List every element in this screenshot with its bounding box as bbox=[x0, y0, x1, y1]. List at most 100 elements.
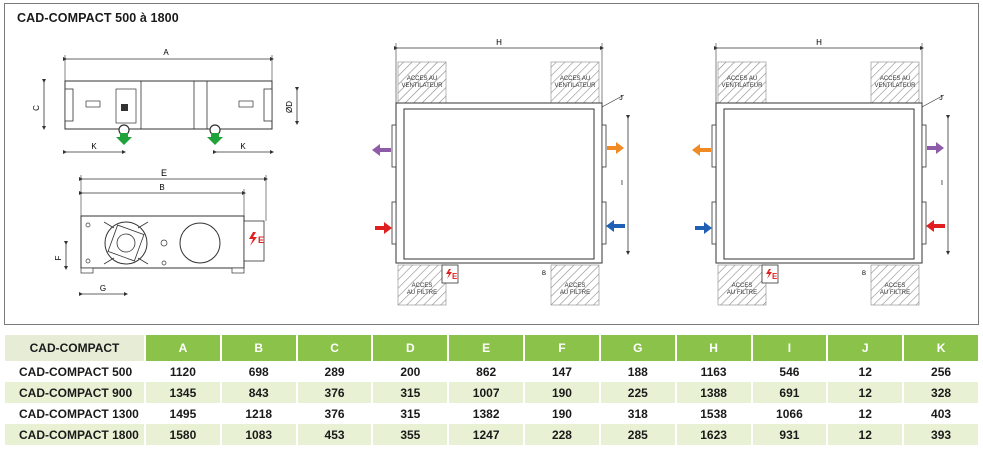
dim-label-i-2: I bbox=[941, 180, 943, 187]
value-cell-j: 12 bbox=[827, 403, 905, 424]
dim-label-c: C bbox=[32, 105, 41, 111]
value-cell-i: 1066 bbox=[751, 403, 829, 424]
value-cell-j: 12 bbox=[827, 382, 905, 403]
dim-label-i-1: I bbox=[621, 180, 623, 187]
dim-label-g: G bbox=[100, 284, 106, 293]
value-cell-c: 376 bbox=[296, 382, 374, 403]
col-header-e: E bbox=[448, 335, 526, 361]
electrical-label: E bbox=[258, 235, 264, 245]
arrow-icon bbox=[372, 142, 625, 234]
value-cell-e: 1247 bbox=[448, 424, 526, 445]
electric-hazard-icon bbox=[249, 232, 257, 246]
value-cell-d: 200 bbox=[372, 361, 450, 382]
value-cell-h: 1538 bbox=[675, 403, 753, 424]
value-cell-d: 315 bbox=[372, 403, 450, 424]
dim-label-j-2: J bbox=[939, 95, 943, 102]
arrow-icon bbox=[692, 142, 945, 234]
value-cell-g: 285 bbox=[599, 424, 677, 445]
value-cell-d: 355 bbox=[372, 424, 450, 445]
technical-drawing: A C ØD K K E B bbox=[32, 38, 950, 306]
value-cell-k: 403 bbox=[903, 403, 980, 424]
col-header-g: G bbox=[599, 335, 677, 361]
svg-text:B: B bbox=[862, 271, 866, 277]
svg-text:E: E bbox=[772, 272, 778, 281]
value-cell-f: 190 bbox=[524, 403, 601, 424]
page-title: CAD-COMPACT 500 à 1800 bbox=[17, 11, 179, 25]
dimensions-table: CAD-COMPACT A B C D E F G H I J K CAD-CO… bbox=[5, 335, 980, 445]
value-cell-k: 328 bbox=[903, 382, 980, 403]
value-cell-g: 188 bbox=[599, 361, 677, 382]
value-cell-k: 393 bbox=[903, 424, 980, 445]
value-cell-i: 691 bbox=[751, 382, 829, 403]
value-cell-a: 1495 bbox=[145, 403, 222, 424]
value-cell-c: 453 bbox=[296, 424, 374, 445]
value-cell-h: 1163 bbox=[675, 361, 753, 382]
value-cell-j: 12 bbox=[827, 424, 905, 445]
dim-label-k-right: K bbox=[240, 142, 246, 151]
value-cell-k: 256 bbox=[903, 361, 980, 382]
col-header-a: A bbox=[145, 335, 222, 361]
table-header-row: CAD-COMPACT A B C D E F G H I J K bbox=[5, 335, 980, 361]
col-header-b: B bbox=[220, 335, 298, 361]
value-cell-b: 1083 bbox=[220, 424, 298, 445]
fan-access-zone bbox=[397, 61, 447, 104]
value-cell-g: 225 bbox=[599, 382, 677, 403]
value-cell-f: 190 bbox=[524, 382, 601, 403]
value-cell-a: 1580 bbox=[145, 424, 222, 445]
dim-label-h-1: H bbox=[496, 38, 502, 47]
svg-text:E: E bbox=[452, 272, 458, 281]
side-view: A C ØD K K bbox=[32, 48, 299, 154]
value-cell-j: 12 bbox=[827, 361, 905, 382]
dim-label-a: A bbox=[163, 48, 169, 57]
value-cell-f: 147 bbox=[524, 361, 601, 382]
col-header-d: D bbox=[372, 335, 450, 361]
model-cell: CAD-COMPACT 900 bbox=[5, 382, 146, 403]
duct-collar-icon bbox=[179, 222, 221, 264]
value-cell-b: 843 bbox=[220, 382, 298, 403]
value-cell-c: 289 bbox=[296, 361, 374, 382]
value-cell-a: 1120 bbox=[145, 361, 222, 382]
condensate-arrow-icon bbox=[116, 133, 223, 145]
model-cell: CAD-COMPACT 500 bbox=[5, 361, 146, 382]
dim-label-f: F bbox=[54, 255, 63, 260]
value-cell-h: 1623 bbox=[675, 424, 753, 445]
model-cell: CAD-COMPACT 1800 bbox=[5, 424, 146, 445]
value-cell-i: 931 bbox=[751, 424, 829, 445]
value-cell-a: 1345 bbox=[145, 382, 222, 403]
value-cell-e: 1007 bbox=[448, 382, 526, 403]
col-header-h: H bbox=[675, 335, 753, 361]
col-header-i: I bbox=[751, 335, 829, 361]
fan-icon bbox=[103, 221, 149, 265]
value-cell-h: 1388 bbox=[675, 382, 753, 403]
col-header-f: F bbox=[524, 335, 601, 361]
value-cell-g: 318 bbox=[599, 403, 677, 424]
model-cell: CAD-COMPACT 1300 bbox=[5, 403, 146, 424]
svg-text:B: B bbox=[542, 271, 546, 277]
value-cell-b: 698 bbox=[220, 361, 298, 382]
col-header-j: J bbox=[827, 335, 905, 361]
col-header-c: C bbox=[296, 335, 374, 361]
value-cell-i: 546 bbox=[751, 361, 829, 382]
dim-label-k-left: K bbox=[91, 142, 97, 151]
value-cell-d: 315 bbox=[372, 382, 450, 403]
dim-label-diameter: ØD bbox=[285, 101, 294, 113]
dim-label-e: E bbox=[161, 168, 167, 178]
value-cell-e: 1382 bbox=[448, 403, 526, 424]
dim-label-b: B bbox=[159, 183, 164, 192]
diagram-frame bbox=[4, 3, 979, 325]
dim-label-h-2: H bbox=[816, 38, 822, 47]
